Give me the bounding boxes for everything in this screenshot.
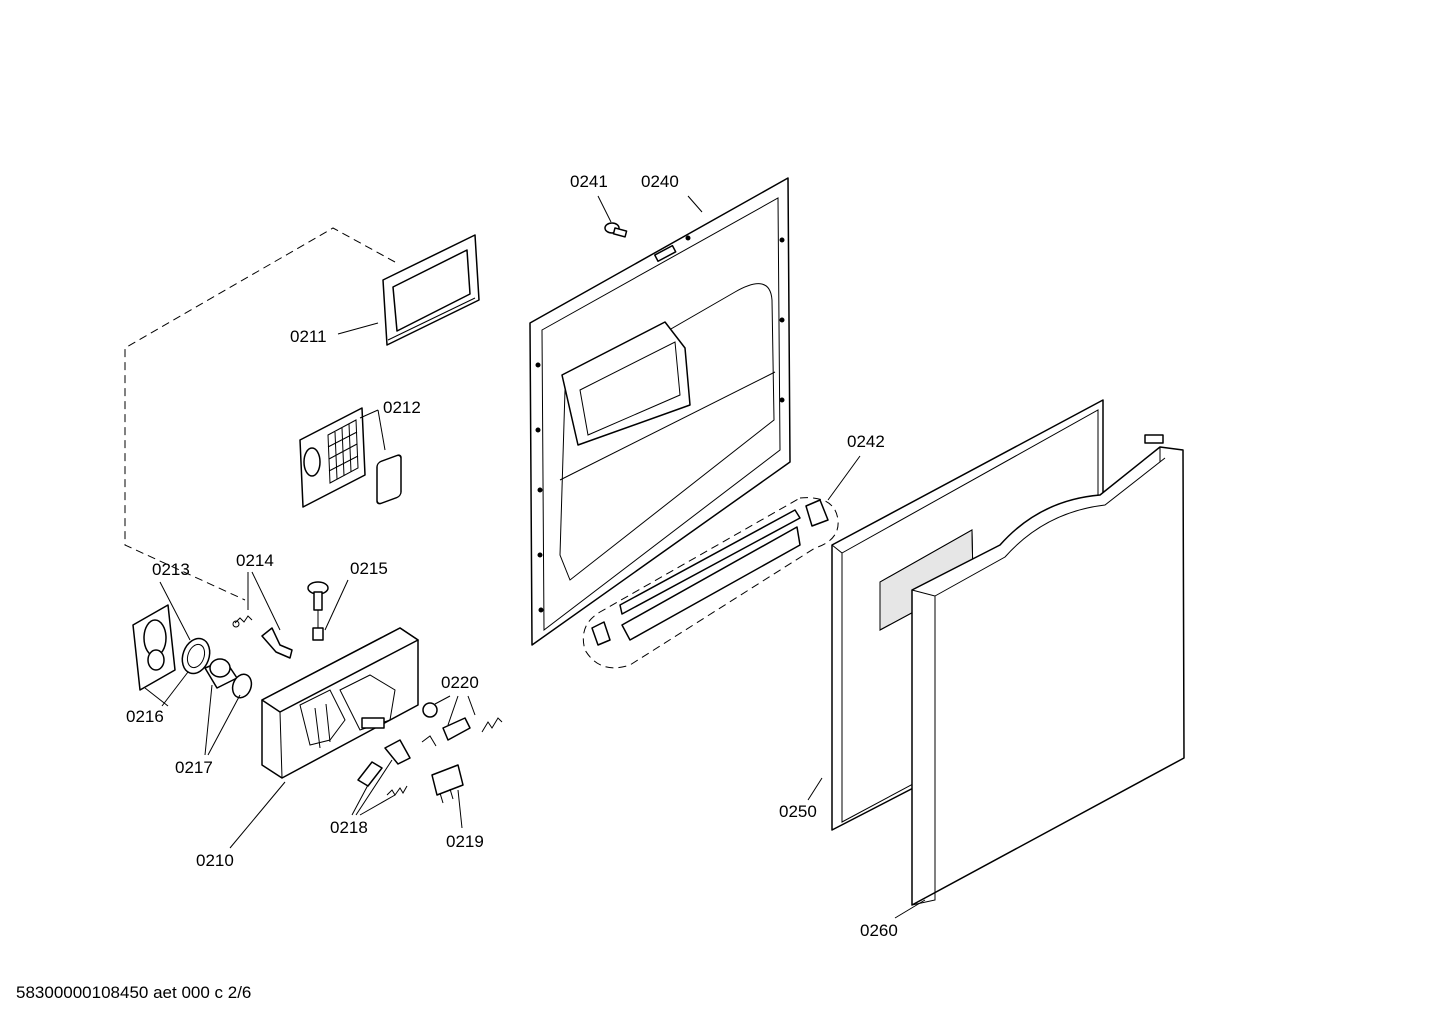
label-0214: 0214	[236, 551, 274, 570]
part-0211-gasket	[382, 234, 480, 346]
leader-lines	[144, 195, 926, 919]
part-0210-dispenser-housing	[261, 627, 419, 779]
part-0220-latch	[422, 702, 503, 741]
part-0212-vent-grille	[299, 407, 402, 508]
part-0213-seal-ring	[181, 637, 211, 675]
document-id-footer: 58300000108450 aet 000 c 2/6	[16, 983, 251, 1002]
label-0215: 0215	[350, 559, 388, 578]
part-0216-cap	[132, 604, 176, 691]
part-0260-front-panel	[911, 434, 1185, 906]
label-0219: 0219	[446, 832, 484, 851]
part-0240-inner-door	[529, 177, 791, 646]
label-0213: 0213	[152, 560, 190, 579]
part-0241-screw	[604, 222, 628, 238]
label-0220: 0220	[441, 673, 479, 692]
part-0214-spring-lever	[232, 615, 293, 659]
label-0211: 0211	[290, 327, 327, 346]
part-0218-springs	[357, 735, 437, 796]
label-0212: 0212	[383, 398, 421, 417]
part-0215-plunger	[307, 581, 329, 641]
assembly-dashed-outline	[124, 227, 396, 601]
label-0217: 0217	[175, 758, 213, 777]
part-0219-switch	[431, 764, 464, 804]
label-0242: 0242	[847, 432, 885, 451]
label-0210: 0210	[196, 851, 234, 870]
label-0240: 0240	[641, 172, 679, 191]
part-0242-hinge-rail	[582, 497, 839, 669]
label-0218: 0218	[330, 818, 368, 837]
label-0216: 0216	[126, 707, 164, 726]
label-0241: 0241	[570, 172, 608, 191]
label-0260: 0260	[860, 921, 898, 940]
part-0217-nozzle	[204, 658, 253, 699]
label-0250: 0250	[779, 802, 817, 821]
